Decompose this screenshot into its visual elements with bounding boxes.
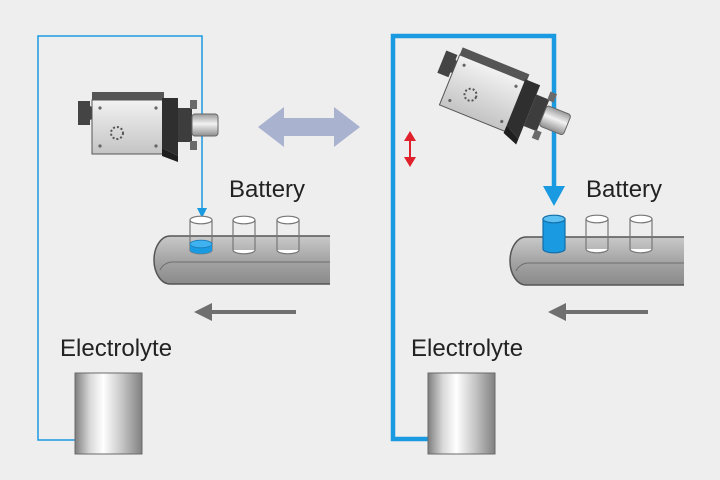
conveyor-direction-arrow-left <box>194 303 296 321</box>
left-panel <box>37 35 330 455</box>
flow-arrowhead-right <box>543 186 565 206</box>
battery-label-left: Battery <box>229 176 306 203</box>
electrolyte-label-left: Electrolyte <box>60 335 173 362</box>
conveyor-direction-arrow-right <box>548 303 648 321</box>
conveyor-belt-left <box>153 235 330 285</box>
tilt-arrow-icon <box>404 131 416 167</box>
dispenser-pump-icon <box>77 91 219 163</box>
flow-line-right <box>390 33 557 442</box>
flow-line-left <box>37 35 203 441</box>
battery-cell-cup <box>542 214 566 254</box>
electrolyte-tank-icon <box>427 372 496 455</box>
electrolyte-label-right: Electrolyte <box>411 335 524 362</box>
flow-arrowhead-left <box>197 208 207 218</box>
double-arrow-icon <box>258 107 360 147</box>
conveyor-belt-right <box>509 236 684 286</box>
battery-label-right: Battery <box>586 176 663 203</box>
right-panel <box>390 33 684 455</box>
electrolyte-tank-icon <box>74 372 143 455</box>
battery-cell-cup <box>189 215 213 255</box>
